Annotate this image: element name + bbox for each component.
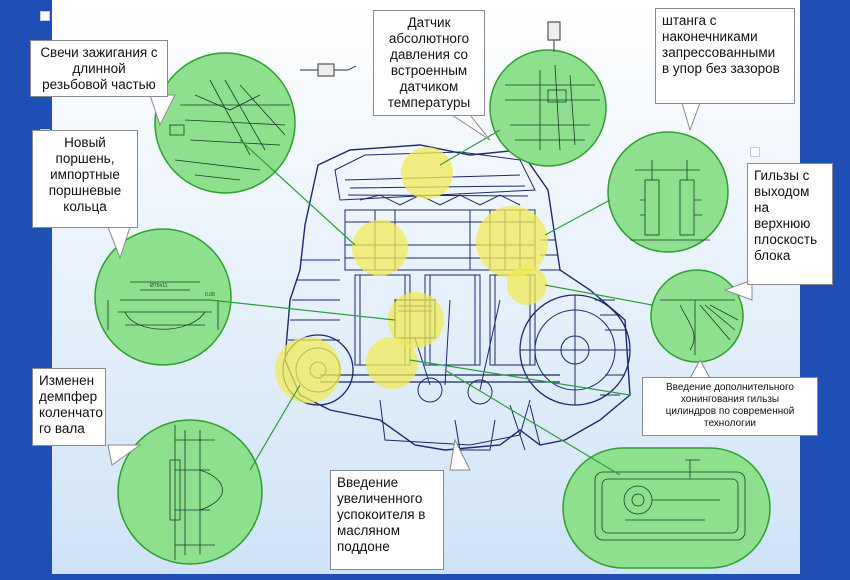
callout-spark-plugs: Свечи зажигания с длинной резьбовой част… bbox=[30, 40, 168, 97]
sensor-icon bbox=[547, 21, 561, 52]
detail-sleeves bbox=[650, 269, 744, 363]
callout-damper-text: Изменен демпфер коленчато го вала bbox=[39, 373, 103, 436]
highlight-pushrod bbox=[476, 206, 548, 278]
detail-damper bbox=[117, 419, 263, 565]
highlight-spots bbox=[275, 147, 548, 403]
detail-spark-plug bbox=[154, 52, 296, 194]
callout-damper: Изменен демпфер коленчато го вала bbox=[32, 368, 106, 446]
callout-oil-pan-text: Введение увеличенного успокоителя в масл… bbox=[337, 475, 426, 554]
callout-pressure-sensor-text: Датчик абсолютного давления со встроенны… bbox=[387, 15, 471, 110]
callout-tails bbox=[107, 94, 753, 471]
highlight-spark-plug bbox=[352, 220, 408, 276]
bullet-1 bbox=[40, 11, 50, 21]
callout-pushrod: штанга с наконечниками запрессованными в… bbox=[655, 8, 795, 104]
piston-tolerance-label: 0.08 bbox=[205, 292, 215, 298]
detail-pushrod bbox=[607, 131, 729, 253]
callout-honing-text: Введение дополнительного хонингования ги… bbox=[665, 382, 795, 429]
highlight-sensor bbox=[401, 147, 453, 199]
callout-pressure-sensor: Датчик абсолютного давления со встроенны… bbox=[373, 10, 485, 116]
highlight-damper bbox=[275, 337, 341, 403]
piston-dimension-label: Ø75h11 bbox=[150, 283, 168, 289]
callout-piston-text: Новый поршень, импортные поршневые кольц… bbox=[48, 135, 122, 214]
callout-oil-pan: Введение увеличенного успокоителя в масл… bbox=[330, 470, 444, 570]
callout-pushrod-text: штанга с наконечниками запрессованными в… bbox=[662, 13, 780, 76]
callout-piston: Новый поршень, импортные поршневые кольц… bbox=[32, 130, 138, 228]
callout-sleeves: Гильзы с выходом на верхнюю плоскость бл… bbox=[747, 163, 833, 285]
highlight-sleeve bbox=[507, 265, 547, 305]
detail-oil-pan bbox=[562, 447, 771, 569]
detail-piston: Ø75h11 0.08 bbox=[94, 228, 232, 366]
pointer-lines bbox=[209, 129, 653, 476]
detail-pressure-sensor bbox=[489, 49, 607, 167]
spark-plug-icon bbox=[300, 63, 357, 77]
callout-honing: Введение дополнительного хонингования ги… bbox=[642, 377, 818, 436]
detail-circles: Ø75h11 0.08 bbox=[94, 49, 771, 569]
callout-spark-plugs-text: Свечи зажигания с длинной резьбовой част… bbox=[40, 45, 158, 92]
callout-sleeves-text: Гильзы с выходом на верхнюю плоскость бл… bbox=[754, 168, 818, 263]
bullet-4 bbox=[750, 147, 760, 157]
highlight-honing bbox=[366, 337, 418, 389]
highlight-piston bbox=[388, 292, 444, 348]
